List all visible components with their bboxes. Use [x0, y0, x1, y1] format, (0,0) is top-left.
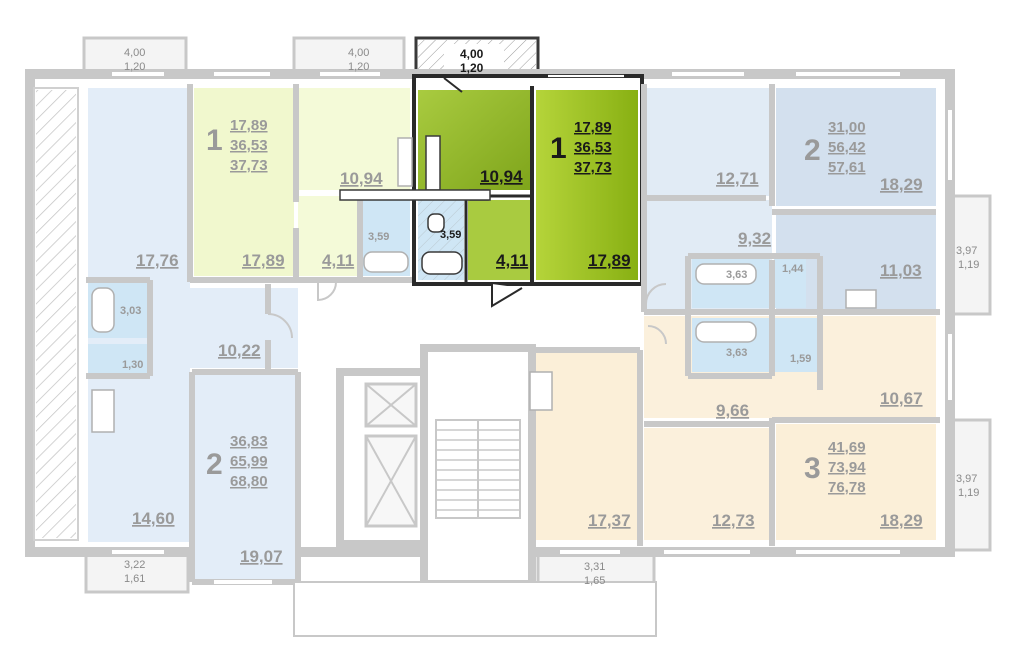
- sel-with-balcony: 37,73: [574, 159, 612, 176]
- selected-fixtures: [339, 135, 491, 275]
- room-label: 1,59: [790, 353, 811, 365]
- room-label: 19,07: [240, 547, 283, 566]
- label-apt1-left: 1 17,89 36,53 37,73: [206, 117, 268, 174]
- room-label: 3,63: [726, 347, 747, 359]
- sel-total: 36,53: [574, 139, 612, 156]
- apt3-rooms: 3: [804, 452, 821, 485]
- apt3-with-balcony: 76,78: [828, 479, 866, 496]
- room-label: 3,59: [368, 231, 389, 243]
- a2r-wc: [774, 258, 806, 308]
- balcony-area: 3,97: [956, 245, 977, 257]
- a3-wc: [774, 318, 818, 372]
- a2l-wc: [88, 344, 150, 374]
- balcony-area: 3,22: [124, 559, 145, 571]
- fixtures: [91, 137, 877, 433]
- apt2-right-total: 56,42: [828, 139, 866, 156]
- room-label: 11,03: [880, 261, 922, 280]
- balcony-coef: 1,65: [584, 575, 605, 587]
- sel-rooms: 1: [550, 132, 567, 165]
- room-label: 17,37: [588, 511, 631, 530]
- apt2-left-living: 36,83: [230, 433, 268, 450]
- balcony-area: 4,00: [460, 47, 484, 61]
- room-label: 10,67: [880, 389, 923, 408]
- balcony-area: 3,31: [584, 561, 605, 573]
- room-labels: 10,94 17,89 4,11 3,59 10,94 17,89 4,11 3…: [120, 167, 923, 566]
- room-label: 10,94: [480, 167, 523, 186]
- doors: [267, 281, 667, 345]
- apt1-left-with-balcony: 37,73: [230, 157, 268, 174]
- apt1-left-rooms: 1: [206, 124, 223, 157]
- apartment-1-left[interactable]: [194, 88, 410, 276]
- balcony-coef: 1,19: [958, 259, 979, 271]
- room-label: 1,30: [122, 359, 143, 371]
- room-label: 3,59: [440, 229, 461, 241]
- room-label: 9,66: [716, 401, 749, 420]
- apt2-right-with-balcony: 57,61: [828, 159, 866, 176]
- apt2-right-rooms: 2: [804, 134, 821, 167]
- balcony-coef: 1,20: [460, 61, 484, 75]
- room-label: 10,94: [340, 169, 383, 188]
- balcony-selected[interactable]: [414, 36, 540, 78]
- apartment-3[interactable]: [536, 316, 936, 540]
- room-label: 17,89: [588, 251, 631, 270]
- balcony-coef: 1,20: [348, 61, 369, 73]
- balcony-coef: 1,20: [124, 61, 145, 73]
- room-label: 3,03: [120, 305, 141, 317]
- room-label: 17,89: [242, 251, 285, 270]
- apt1-left-total: 36,53: [230, 137, 268, 154]
- apt2-right-living: 31,00: [828, 119, 866, 136]
- label-apt2-left: 2 36,83 65,99 68,80: [206, 433, 268, 490]
- balcony-area: 4,00: [348, 47, 369, 59]
- room-label: 4,11: [322, 251, 354, 270]
- balcony-labels: 4,00 1,20 4,00 1,20 4,00 1,20 3,97 1,19 …: [124, 47, 979, 587]
- apt2-left-rooms: 2: [206, 448, 223, 481]
- balcony-area: 4,00: [124, 47, 145, 59]
- room-label: 1,44: [782, 263, 804, 275]
- loggia-hatch: [36, 90, 76, 538]
- stair-core: [293, 344, 657, 637]
- balcony-coef: 1,61: [124, 573, 145, 585]
- apt3-total: 73,94: [828, 459, 866, 476]
- balcony-coef: 1,19: [958, 487, 979, 499]
- apt2-left-with-balcony: 68,80: [230, 473, 268, 490]
- room-label: 14,60: [132, 509, 175, 528]
- apt1-left-living: 17,89: [230, 117, 268, 134]
- apt3-living: 41,69: [828, 439, 866, 456]
- balcony-area: 3,97: [956, 473, 977, 485]
- room-label: 12,73: [712, 511, 755, 530]
- room-label: 3,63: [726, 269, 747, 281]
- room-label: 18,29: [880, 511, 923, 530]
- room-label: 12,71: [716, 169, 759, 188]
- room-label: 4,11: [496, 251, 528, 270]
- sel-living: 17,89: [574, 119, 612, 136]
- room-label: 17,76: [136, 251, 179, 270]
- selected-entrance-door[interactable]: [491, 284, 523, 308]
- label-apt1-selected: 1 17,89 36,53 37,73: [550, 119, 612, 176]
- room-label: 10,22: [218, 341, 261, 360]
- apt2-left-total: 65,99: [230, 453, 268, 470]
- room-label: 18,29: [880, 175, 923, 194]
- room-label: 9,32: [738, 229, 771, 248]
- label-apt2-right: 2 31,00 56,42 57,61: [804, 119, 866, 176]
- label-apt3: 3 41,69 73,94 76,78: [804, 439, 866, 496]
- windows: [112, 72, 952, 584]
